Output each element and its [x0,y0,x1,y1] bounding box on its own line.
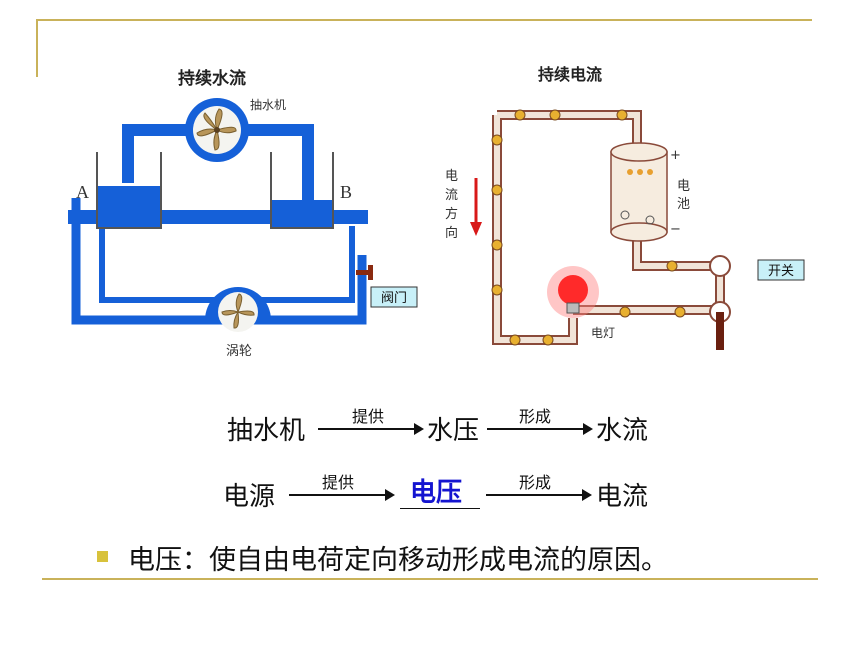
frame-left-line [36,19,38,77]
l2-arrow2 [486,489,592,501]
bullet-icon [97,551,108,562]
pump-label: 抽水机 [250,98,286,112]
l2-end: 电流 [596,482,649,512]
direction-label-1: 电 [445,169,458,184]
valve-knob [368,265,373,280]
battery [610,142,668,242]
l2-blank-underline [400,508,480,509]
turbine [205,287,271,332]
charge-markers [491,109,686,346]
battery-plus: + [670,148,681,163]
l2-arrow1 [289,489,395,501]
lamp [547,266,599,318]
l1-start: 抽水机 [227,416,306,446]
frame-top-line [36,19,812,21]
circuit-diagram: 持续电流 [445,65,805,350]
direction-label-4: 向 [445,225,458,241]
water-diagram: 持续水流 A B 抽水机 [68,68,418,359]
l2-start: 电源 [223,482,276,512]
valve-label-box [370,286,418,308]
container-a [96,152,162,229]
water-b [272,200,332,227]
direction-label-3: 方 [445,206,458,222]
circuit-wires [492,110,725,345]
pump [185,98,249,162]
l1-arrow2 [487,423,593,435]
l1-arrow2-label: 形成 [519,407,552,426]
valve-handle [356,270,368,275]
turbine-label: 涡轮 [226,344,252,359]
lamp-label: 电灯 [591,326,615,340]
label-b: B [340,182,352,202]
battery-label-2: 池 [677,197,690,212]
direction-label-2: 流 [445,188,458,203]
circuit-wires-inner [494,112,723,343]
battery-minus: − [670,222,681,237]
water-title: 持续水流 [178,68,246,89]
water-a [98,186,160,227]
bottom-pipe-inner [99,226,355,303]
switch-label: 开关 [768,264,794,279]
l1-end: 水流 [596,416,649,446]
turbine-fan-icon [221,293,255,329]
direction-arrow-head [470,222,482,236]
pump-fan-icon [196,108,237,151]
definition-text: 电压：使自由电荷定向移动形成电流的原因。 [128,545,668,576]
l1-arrow1-label: 提供 [352,407,385,426]
switch-label-box [757,259,805,281]
l2-arrow2-label: 形成 [519,473,552,492]
l2-arrow1-label: 提供 [322,473,355,492]
circuit-title: 持续电流 [538,65,602,84]
container-b [270,152,334,229]
label-a: A [76,182,89,202]
diagrams: 持续水流 A B 抽水机 [68,65,805,359]
battery-label-1: 电 [677,179,690,194]
l1-arrow1 [318,423,424,435]
frame-bottom-line [42,578,818,580]
l2-answer: 电压 [410,478,463,508]
valve-label: 阀门 [381,291,407,306]
l1-mid: 水压 [427,416,480,446]
switch [709,255,731,350]
